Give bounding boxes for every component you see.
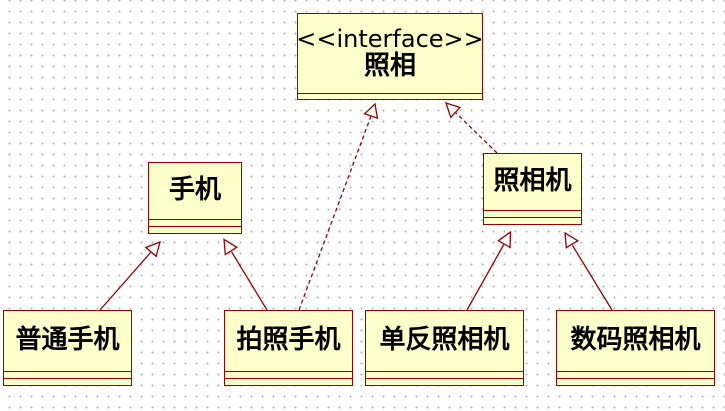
operations-compartment: [225, 378, 352, 385]
operations-compartment: [149, 226, 241, 233]
interface-stereotype: <<interface>>: [296, 24, 484, 53]
hollow-arrowhead-icon: [444, 101, 462, 119]
interface-name: 照相: [363, 51, 416, 82]
attributes-compartment: [225, 371, 352, 378]
hollow-arrowhead-icon: [564, 231, 580, 249]
hollow-arrowhead-icon: [363, 102, 379, 120]
class-name: 数码照相机: [570, 325, 701, 356]
edge-line: [99, 251, 152, 311]
class-name: 单反照相机: [379, 325, 510, 356]
class-node-camera[interactable]: 照相机: [483, 153, 582, 225]
class-name: 手机: [168, 175, 221, 206]
edge-cameraphone-extends-phone: [223, 238, 268, 311]
edge-digital-extends-camera: [564, 231, 613, 311]
class-header: 普通手机: [4, 311, 131, 371]
interface-node-photograph[interactable]: <<interface>> 照相: [296, 13, 484, 100]
class-header: 手机: [149, 163, 241, 219]
class-header: 单反照相机: [366, 311, 523, 371]
operations-compartment: [4, 378, 131, 385]
class-header: 拍照手机: [225, 311, 352, 371]
attributes-compartment: [4, 371, 131, 378]
edge-line: [298, 116, 372, 311]
edge-line: [454, 111, 498, 154]
edge-cameraphone-realizes-interface: [298, 102, 379, 311]
interface-header: <<interface>> 照相: [296, 14, 484, 93]
class-name: 拍照手机: [236, 325, 341, 356]
edge-line: [231, 251, 268, 311]
class-header: 照相机: [484, 154, 581, 210]
attributes-compartment: [149, 219, 241, 226]
edge-normalphone-extends-phone: [99, 240, 161, 311]
class-name: 照相机: [493, 166, 572, 197]
class-name: 普通手机: [15, 325, 120, 356]
attributes-compartment: [366, 371, 523, 378]
operations-compartment: [557, 378, 714, 385]
class-header: 数码照相机: [557, 311, 714, 371]
operations-compartment: [484, 217, 581, 224]
edge-line: [466, 244, 505, 311]
class-node-phone[interactable]: 手机: [148, 162, 242, 234]
class-node-camera-phone[interactable]: 拍照手机: [224, 310, 353, 386]
hollow-arrowhead-icon: [497, 230, 512, 249]
attributes-compartment: [484, 210, 581, 217]
hollow-arrowhead-icon: [223, 238, 239, 256]
hollow-arrowhead-icon: [144, 240, 161, 258]
operations-compartment: [366, 378, 523, 385]
edge-line: [571, 244, 613, 311]
class-node-digital-camera[interactable]: 数码照相机: [556, 310, 715, 386]
class-node-slr-camera[interactable]: 单反照相机: [365, 310, 524, 386]
edge-camera-realizes-interface: [444, 101, 498, 154]
attributes-compartment: [557, 371, 714, 378]
class-node-normal-phone[interactable]: 普通手机: [3, 310, 132, 386]
edge-slr-extends-camera: [466, 230, 512, 311]
operations-compartment: [298, 93, 482, 99]
